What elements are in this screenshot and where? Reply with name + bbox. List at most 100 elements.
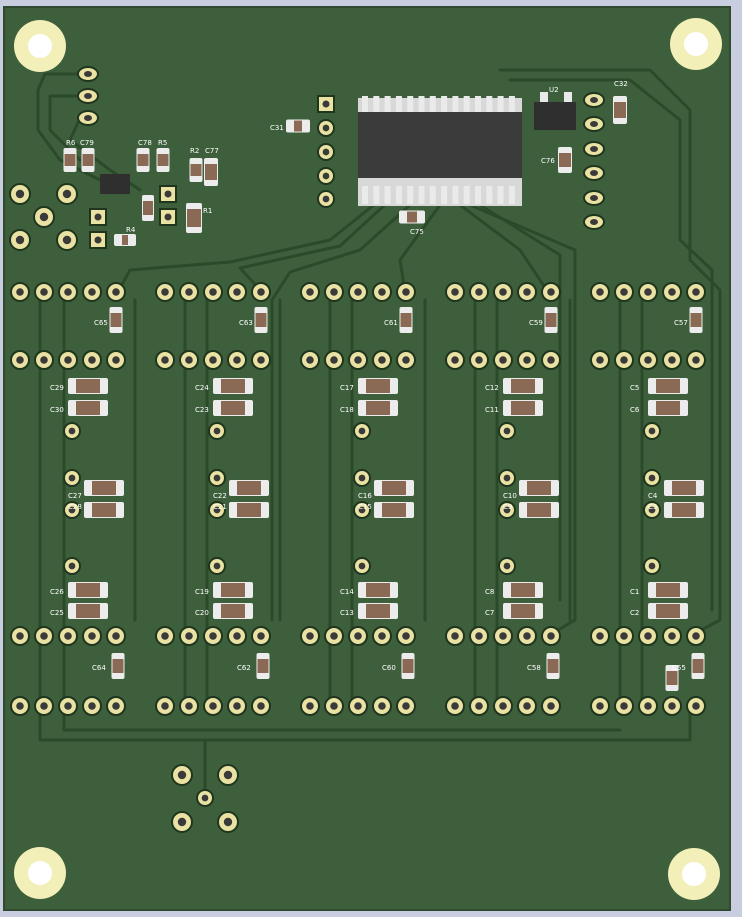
- pad-hole: [475, 288, 483, 296]
- pad-hole: [503, 427, 511, 435]
- pad-hole: [644, 702, 652, 710]
- cap-body: [143, 201, 153, 215]
- pad-hole: [164, 213, 172, 221]
- pad-hole: [306, 632, 314, 640]
- silk-label: C29: [50, 384, 64, 392]
- pad-hole: [233, 356, 241, 364]
- pad-hole: [590, 170, 598, 176]
- silk-label: R1: [203, 207, 212, 215]
- cap-body: [82, 154, 94, 166]
- ic-body: [358, 112, 522, 178]
- pad-hole: [112, 356, 120, 364]
- pad-hole: [306, 356, 314, 364]
- ic-pin: [486, 186, 493, 204]
- pad-hole: [84, 93, 92, 99]
- cap-body: [545, 313, 557, 327]
- pad-hole: [354, 356, 362, 364]
- silk-label: C58: [527, 664, 541, 672]
- ic-pin: [452, 96, 459, 112]
- pad-hole: [503, 562, 511, 570]
- pad-hole: [213, 562, 221, 570]
- pad-hole: [547, 632, 555, 640]
- pad-hole: [16, 288, 24, 296]
- pad-hole: [257, 632, 265, 640]
- cap-body: [190, 164, 202, 176]
- silk-label: C12: [485, 384, 499, 392]
- pad-hole: [330, 356, 338, 364]
- pad-hole: [257, 356, 265, 364]
- cap-body: [672, 503, 696, 517]
- pad-hole: [378, 702, 386, 710]
- cap-body: [511, 604, 535, 618]
- pad-hole: [94, 213, 102, 221]
- pad-hole: [620, 632, 628, 640]
- pad-hole: [590, 146, 598, 152]
- cap-body: [666, 671, 678, 685]
- pad-hole: [503, 474, 511, 482]
- pad-hole: [64, 288, 72, 296]
- pad-hole: [209, 288, 217, 296]
- pad-hole: [209, 356, 217, 364]
- ic-pin: [395, 96, 402, 112]
- silk-label: C3: [648, 503, 657, 511]
- pad-hole: [40, 702, 48, 710]
- cap-body: [221, 604, 245, 618]
- cap-body: [511, 583, 535, 597]
- cap-body: [76, 401, 100, 415]
- silk-label: C78: [138, 139, 152, 147]
- cap-body: [366, 604, 390, 618]
- pad-hole: [64, 632, 72, 640]
- silk-label: C32: [614, 80, 628, 88]
- ic-pin: [429, 186, 436, 204]
- pad-hole: [209, 632, 217, 640]
- pad-hole: [306, 702, 314, 710]
- pad-hole: [62, 189, 72, 199]
- silk-label: C8: [485, 588, 494, 596]
- pad-hole: [692, 702, 700, 710]
- silk-label: C61: [384, 319, 398, 327]
- cap-body: [92, 503, 116, 517]
- pad-hole: [40, 288, 48, 296]
- silk-label: C17: [340, 384, 354, 392]
- pad-hole: [590, 219, 598, 225]
- silk-label: C21: [213, 503, 227, 511]
- pad-hole: [692, 632, 700, 640]
- pad-hole: [378, 356, 386, 364]
- pad-hole: [378, 288, 386, 296]
- pad-hole: [475, 702, 483, 710]
- pad-hole: [358, 562, 366, 570]
- cap-body: [257, 659, 269, 673]
- silk-label: C19: [195, 588, 209, 596]
- cap-body: [187, 209, 201, 227]
- cap-body: [255, 313, 267, 327]
- mounting-hole: [28, 34, 52, 58]
- silk-label: C10: [503, 492, 517, 500]
- pad-hole: [354, 702, 362, 710]
- pad-hole: [451, 288, 459, 296]
- mounting-holes: [14, 18, 722, 900]
- cap-body: [382, 481, 406, 495]
- silk-label: C5: [630, 384, 639, 392]
- pad-hole: [475, 356, 483, 364]
- pad-hole: [668, 288, 676, 296]
- silk-label: C31: [270, 124, 284, 132]
- pad-hole: [503, 506, 511, 514]
- cap-body: [656, 401, 680, 415]
- cap-body: [76, 379, 100, 393]
- pad-hole: [644, 632, 652, 640]
- silk-label: C25: [50, 609, 64, 617]
- cap-body: [110, 313, 122, 327]
- pad-hole: [499, 632, 507, 640]
- silk-label: C7: [485, 609, 494, 617]
- cap-body: [221, 583, 245, 597]
- pad-hole: [499, 288, 507, 296]
- ic-pin: [384, 186, 391, 204]
- ic-pin: [497, 96, 504, 112]
- cap-body: [690, 313, 702, 327]
- silk-label: C63: [239, 319, 253, 327]
- silk-label: C28: [68, 503, 82, 511]
- pad-hole: [692, 288, 700, 296]
- cap-body: [656, 379, 680, 393]
- pad-hole: [358, 427, 366, 435]
